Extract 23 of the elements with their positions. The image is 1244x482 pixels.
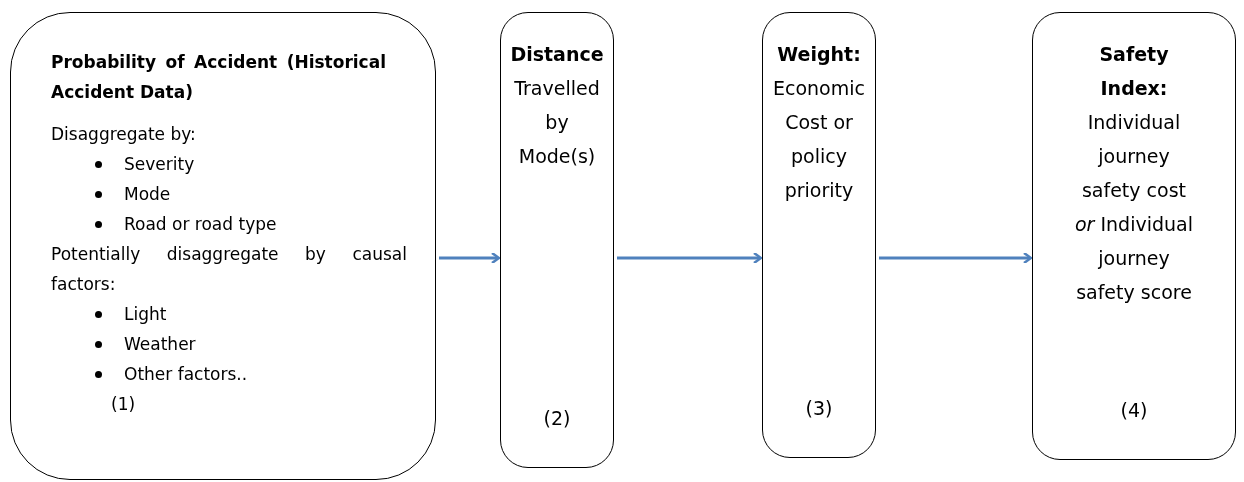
rounded-box: [10, 12, 436, 480]
rounded-box: [500, 12, 614, 468]
arrow: [879, 251, 1033, 265]
body-text: Disaggregate by:: [51, 123, 197, 146]
step-number: (1): [111, 394, 136, 414]
list-item-text: Light: [124, 303, 167, 326]
rounded-box: [1032, 12, 1236, 460]
box-text: Safety Index: Individual journey safety cost or Individual journey safety score: [1074, 42, 1194, 305]
box-text: Distance Travelled by Mode(s): [509, 42, 605, 169]
heading-text: Probability of Accident (Historical Accident Data): [51, 51, 386, 104]
list-item-text: Mode: [124, 183, 171, 206]
body-text: Potentially disaggregate by causal factors:: [51, 243, 407, 296]
step-number: (3): [805, 396, 833, 421]
step-number: (2): [543, 406, 571, 431]
list-item-text: Other factors..: [124, 363, 248, 386]
list-item-text: Severity: [124, 153, 195, 176]
list-item-text: Weather: [124, 333, 196, 356]
list-item-text: Road or road type: [124, 213, 277, 236]
rounded-box: [762, 12, 876, 458]
arrow: [439, 251, 501, 265]
box-text: Weight: Economic Cost or policy priority: [772, 42, 866, 203]
step-number: (4): [1120, 398, 1148, 423]
arrow: [617, 251, 763, 265]
